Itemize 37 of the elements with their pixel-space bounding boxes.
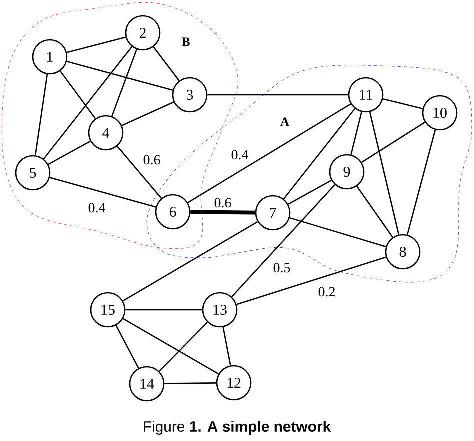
edge-line — [66, 36, 126, 54]
edge-line — [350, 112, 362, 156]
edge-line — [383, 98, 424, 110]
edge-line — [48, 140, 91, 166]
edge-line — [158, 322, 208, 372]
edge-label: 0.5 — [272, 262, 292, 274]
edge-label: 0.2 — [317, 286, 337, 298]
edge-line — [60, 70, 96, 120]
edge-line — [122, 221, 258, 302]
edge-line — [34, 74, 48, 156]
edge-line — [222, 327, 232, 366]
edge-line — [66, 61, 174, 91]
edge-label: 0.6 — [213, 197, 233, 209]
edge-line — [50, 177, 156, 208]
edge-line — [290, 217, 386, 248]
edge-line — [283, 108, 356, 200]
edge-line — [288, 180, 332, 206]
edge-line — [406, 130, 436, 236]
edge-line — [116, 146, 162, 199]
edge-line — [122, 318, 220, 375]
edge-line — [362, 122, 426, 164]
edge-line — [122, 102, 174, 126]
edge-line — [369, 112, 400, 235]
edge-line — [231, 184, 336, 298]
edge-line — [356, 186, 394, 238]
edge-line — [164, 382, 216, 384]
figure-caption: Figure 1. A simple network — [144, 421, 332, 435]
edge-line — [153, 46, 180, 82]
edge-label: 0.4 — [87, 202, 107, 214]
edge-line — [112, 49, 138, 117]
edge-line — [188, 104, 352, 204]
edge-line — [126, 309, 202, 311]
edge-line — [190, 210, 256, 215]
edge-line — [116, 325, 140, 369]
edge-line — [236, 256, 386, 306]
edge-line — [43, 46, 133, 160]
edge-line — [208, 94, 348, 96]
